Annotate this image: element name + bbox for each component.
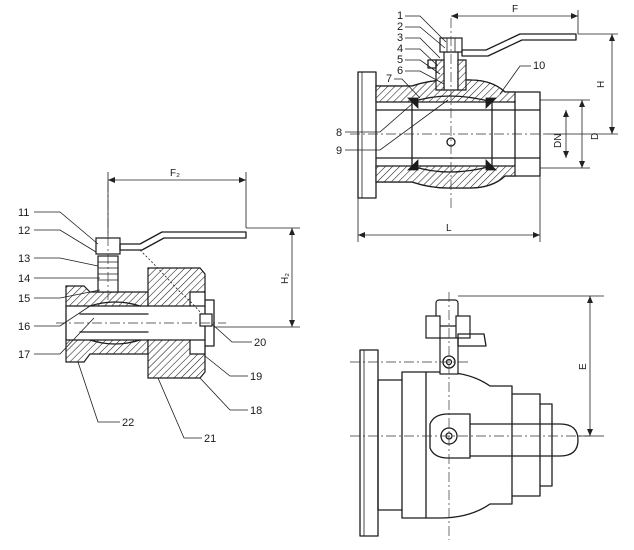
part-label-18: 18 (250, 405, 262, 417)
dim-label-F2: F₂ (170, 168, 180, 179)
part-label-7: 7 (386, 73, 392, 85)
right-body-top (147, 267, 206, 307)
part-label-13: 13 (18, 253, 30, 265)
part-label-11: 11 (18, 207, 29, 219)
part-label-12: 12 (18, 225, 30, 237)
part-label-3: 3 (397, 32, 403, 44)
side-view-handle-hub (429, 413, 471, 459)
side-view-flange (359, 349, 379, 537)
lock-wire (139, 249, 206, 319)
valve-side-view: E (350, 292, 604, 540)
part-label-15: 15 (18, 293, 30, 305)
body-wall-bottom (375, 165, 516, 189)
part-label-10: 10 (533, 60, 545, 72)
part-label-6: 6 (397, 65, 403, 77)
flange (357, 71, 377, 199)
part-label-21: 21 (204, 433, 216, 445)
body-wall-top (375, 79, 516, 103)
part-label-20: 20 (254, 337, 266, 349)
seat (407, 97, 419, 109)
part-label-14: 14 (18, 273, 30, 285)
part-label-16: 16 (18, 321, 30, 333)
side-view-stem-top (435, 299, 459, 327)
dim-label-L: L (446, 223, 452, 234)
dim-label-DN: DN (553, 134, 564, 148)
right-body-bottom (147, 339, 206, 379)
part-label-4: 4 (397, 43, 403, 55)
part-label-5: 5 (397, 54, 403, 66)
part-label-9: 9 (336, 145, 342, 157)
part-label-17: 17 (18, 349, 30, 361)
left-handle (119, 231, 247, 251)
dim-label-H: H (596, 81, 607, 88)
part-label-1: 1 (397, 10, 403, 22)
part-label-19: 19 (250, 371, 262, 383)
threaded-valve-section-view: F₂ H₂ 11 12 13 14 15 16 17 22 21 18 19 (18, 168, 300, 445)
handle (461, 33, 577, 57)
flanged-valve-section-view: F H D DN L 1 2 3 4 5 6 (336, 4, 618, 242)
part-label-22: 22 (122, 417, 134, 429)
dim-label-D: D (590, 133, 601, 140)
side-view-handle (469, 423, 579, 457)
part-label-8: 8 (336, 127, 342, 139)
dim-label-F: F (512, 4, 518, 15)
dim-label-E: E (578, 363, 589, 370)
dim-label-H2: H₂ (280, 273, 291, 284)
part-label-2: 2 (397, 21, 403, 33)
